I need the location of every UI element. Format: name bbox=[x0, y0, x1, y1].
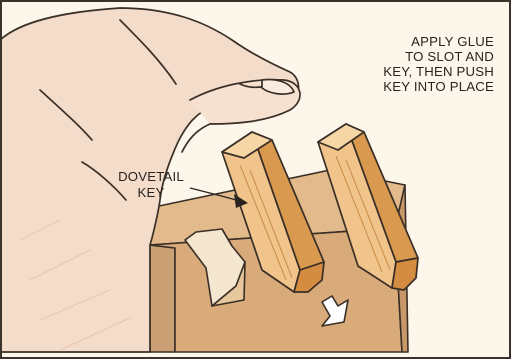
instruction-line-2: TO SLOT AND bbox=[338, 49, 494, 64]
instruction-line-1: APPLY GLUE bbox=[338, 34, 494, 49]
label-line-2: KEY bbox=[96, 185, 206, 201]
instruction-text: APPLY GLUE TO SLOT AND KEY, THEN PUSH KE… bbox=[338, 34, 494, 94]
label-line-1: DOVETAIL bbox=[96, 169, 206, 185]
instruction-line-3: KEY, THEN PUSH bbox=[338, 64, 494, 79]
dovetail-key-label: DOVETAIL KEY bbox=[96, 169, 206, 201]
instruction-line-4: KEY INTO PLACE bbox=[338, 79, 494, 94]
